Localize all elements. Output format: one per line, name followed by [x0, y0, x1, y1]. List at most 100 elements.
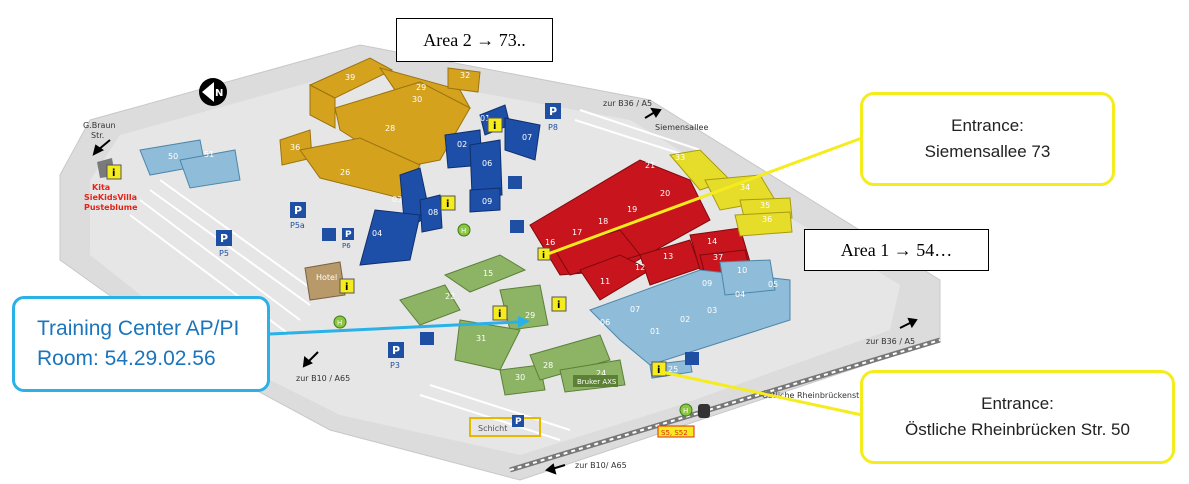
building-label: 24: [596, 369, 606, 378]
siemens-entrance-callout: Entrance: Siemensallee 73: [860, 92, 1115, 186]
building-label: 14: [707, 237, 717, 246]
svg-text:i: i: [557, 300, 560, 311]
info-marker-icon: i: [106, 164, 122, 180]
building-label: 34: [740, 183, 750, 192]
schicht-label: Schicht: [478, 424, 507, 433]
buildings-yellow-bright: [669, 149, 793, 237]
svg-text:i: i: [446, 199, 449, 210]
parking-sign-p6: P P6: [342, 228, 354, 250]
building-label: 01: [650, 327, 660, 336]
building-label: 12: [635, 263, 645, 272]
building-label: 37: [713, 253, 723, 262]
svg-text:i: i: [493, 121, 496, 132]
svg-text:P6: P6: [342, 242, 351, 250]
svg-text:P3: P3: [390, 361, 400, 370]
buildings-green: [399, 254, 626, 396]
info-marker-icon: i: [492, 305, 508, 321]
building-label: 06: [482, 159, 492, 168]
buildings-red: [529, 159, 751, 301]
svg-text:H: H: [337, 319, 342, 327]
building-label: 13: [663, 252, 673, 261]
road-label: zur B36 / A5: [866, 337, 915, 346]
training-center-room: Room: 54.29.02.56: [37, 347, 216, 370]
building-label: 36: [762, 215, 772, 224]
svg-text:i: i: [657, 365, 660, 376]
svg-text:Kita: Kita: [92, 183, 110, 192]
info-marker-icon: i: [551, 296, 567, 312]
svg-text:i: i: [542, 251, 545, 261]
building-label: 22: [445, 292, 455, 301]
parking-sign-p8: P P8: [545, 103, 561, 132]
building-label: 29: [416, 83, 426, 92]
rhein-entrance-address: Östliche Rheinbrücken Str. 50: [905, 420, 1130, 439]
building-label: 01: [480, 114, 490, 123]
building-label: 06: [600, 318, 610, 327]
building-label: 07: [522, 133, 532, 142]
sbahn-label-group: S5, S52: [657, 425, 695, 438]
info-marker-icon: i: [487, 117, 503, 133]
building-label: 07: [630, 305, 640, 314]
buildings-yellow-dark: [279, 57, 481, 199]
road-label: Str.: [91, 131, 104, 140]
bus-stop-icon: H: [457, 223, 471, 237]
svg-text:P: P: [515, 417, 522, 427]
svg-text:i: i: [498, 309, 501, 320]
parking-sign-small: P: [512, 415, 524, 427]
hotel-building: Hotel: [304, 261, 346, 301]
road-arrows: [92, 107, 918, 475]
building-label: 39: [345, 73, 355, 82]
buildings-blue-dark: [359, 104, 541, 266]
building-label: 36: [290, 143, 300, 152]
building-label: 30: [412, 95, 422, 104]
svg-text:P5a: P5a: [290, 221, 305, 230]
siemens-entrance-pointer: [544, 136, 863, 257]
building-label: 03: [707, 306, 717, 315]
area2-callout: Area 2 → 73..: [396, 18, 553, 62]
kita-label: Kita SieKidsVilla Pusteblume: [84, 183, 138, 212]
building-label: 03: [392, 195, 402, 204]
svg-text:P: P: [220, 232, 228, 245]
building-label: 15: [483, 269, 493, 278]
building-label: 09: [482, 197, 492, 206]
building-label: 31: [476, 334, 486, 343]
parking-sign-p3: P P3: [388, 342, 404, 370]
building-label: 18: [598, 217, 608, 226]
compass-icon: N: [199, 78, 227, 106]
siemens-entrance-title: Entrance:: [951, 116, 1024, 135]
building-label: 19: [627, 205, 637, 214]
building-label: 35: [760, 201, 770, 210]
schicht-label-group: Schicht: [469, 417, 541, 437]
train-station-icon: [698, 404, 710, 418]
building-label: 11: [600, 277, 610, 286]
building-label: 28: [543, 361, 553, 370]
hotel-label: Hotel: [316, 273, 337, 282]
building-label: 16: [545, 238, 555, 247]
bus-stop-icon: H: [679, 403, 693, 417]
building-label: 32: [460, 71, 470, 80]
building-label: 33: [675, 153, 685, 162]
bruker-label: Bruker AXS: [577, 378, 617, 386]
building-label: 09: [702, 279, 712, 288]
area2-label: Area 2 → 73..: [423, 29, 526, 50]
building-label: 05: [768, 280, 778, 289]
svg-text:Pusteblume: Pusteblume: [84, 203, 138, 212]
building-label: 21: [645, 161, 655, 170]
bicycle-parking-icon: [322, 176, 699, 365]
training-center-name: Training Center AP/PI: [37, 317, 240, 340]
svg-text:P5: P5: [219, 249, 229, 258]
training-center-arrowhead: [518, 316, 530, 328]
building-label: 29: [525, 311, 535, 320]
building-label: 51: [204, 150, 214, 159]
info-marker-icon: i: [440, 195, 456, 211]
building-label: 28: [385, 124, 395, 133]
training-center-callout: Training Center AP/PI Room: 54.29.02.56: [12, 296, 270, 392]
buildings-light-blue: [139, 139, 791, 379]
building-label: 10: [737, 266, 747, 275]
building-label: 04: [372, 229, 382, 238]
svg-text:P: P: [392, 344, 400, 357]
training-center-pointer: [269, 320, 519, 336]
rhein-entrance-pointer: [661, 370, 863, 417]
rhein-entrance-title: Entrance:: [981, 394, 1054, 413]
svg-text:P: P: [345, 230, 352, 240]
